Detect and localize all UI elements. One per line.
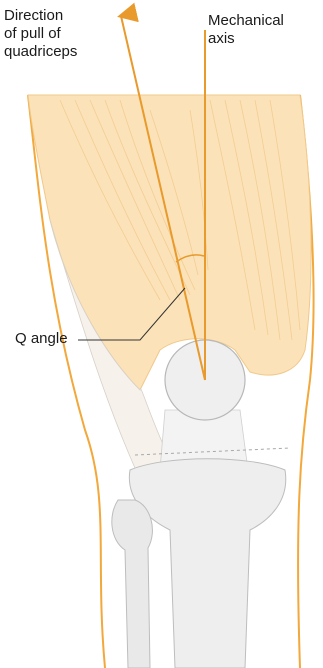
mechanical-label-line2: axis <box>208 30 284 48</box>
q-angle-label: Q angle <box>15 330 68 348</box>
direction-label-line1: Direction <box>4 7 77 25</box>
tibia <box>129 459 285 668</box>
mechanical-axis-label: Mechanical axis <box>208 12 284 48</box>
direction-of-pull-label: Direction of pull of quadriceps <box>4 7 77 61</box>
fibula <box>112 500 153 668</box>
direction-label-line3: quadriceps <box>4 43 77 61</box>
quadriceps-muscle <box>28 95 311 390</box>
direction-label-line2: of pull of <box>4 25 77 43</box>
mechanical-label-line1: Mechanical <box>208 12 284 30</box>
